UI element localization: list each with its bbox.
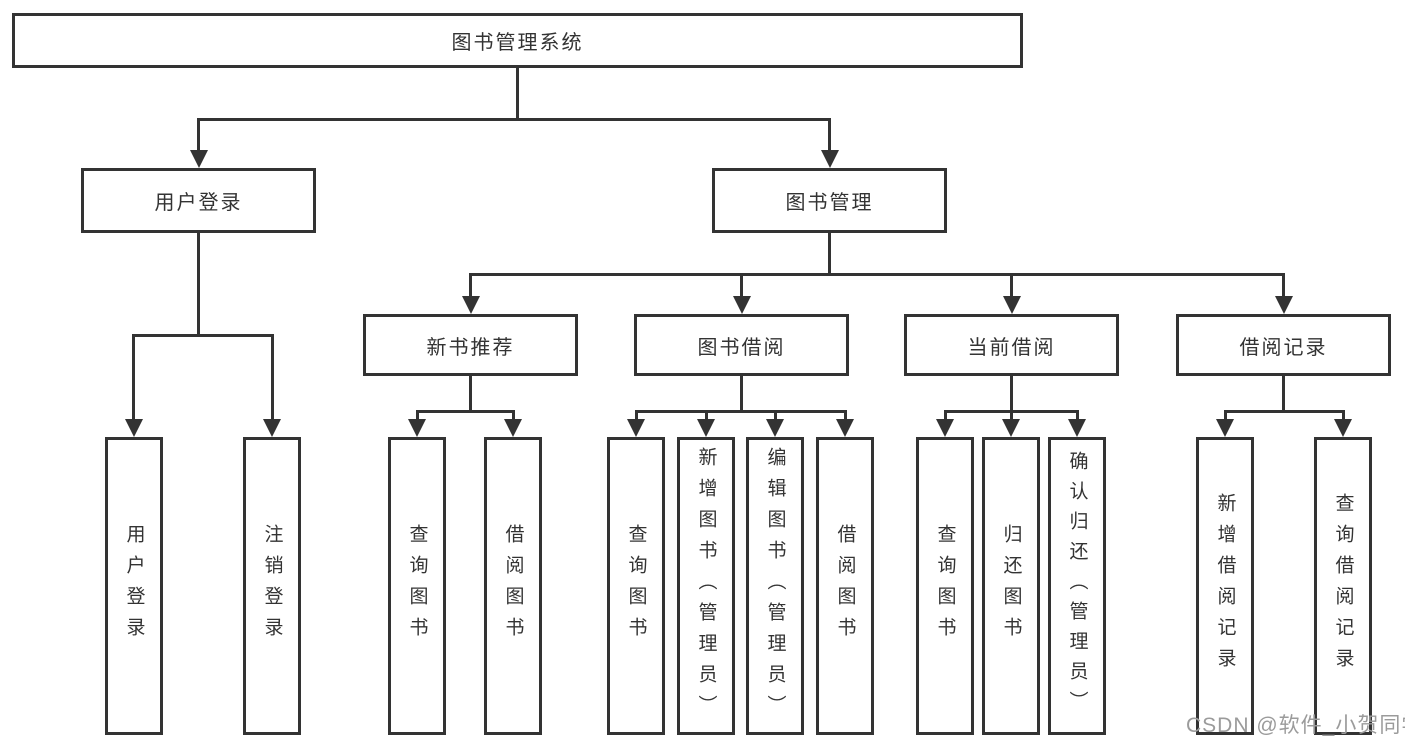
node-book-borrow-label: 图书借阅 (697, 336, 786, 359)
connector-leaf-stub-cb1 (944, 410, 947, 422)
node-root-library-system: 图书管理系统 (12, 13, 1023, 68)
connector-bookmgmt-down (828, 233, 831, 276)
node-query-books-current: 查询图书 (916, 437, 974, 735)
connector-leaf-stub-rec2 (512, 410, 515, 422)
connector-leaf-stub-br2 (1342, 410, 1345, 422)
connector-leaf-stub-cb2 (1010, 410, 1013, 422)
arrow-to-leaf-bb4 (836, 419, 854, 437)
node-borrow-books-rec-label: 借阅图书 (502, 524, 524, 648)
node-user-login-group-label: 用户登录 (154, 192, 243, 214)
node-query-books-current-label: 查询图书 (934, 524, 956, 648)
connector-root-branch (197, 118, 831, 121)
node-logout: 注销登录 (243, 437, 301, 735)
arrow-to-leaf-bb3 (766, 419, 784, 437)
node-borrow-books-borrow: 借阅图书 (816, 437, 874, 735)
arrow-to-leaf-cb3 (1068, 419, 1086, 437)
connector-current-down (1010, 376, 1013, 413)
arrow-to-leaf-cb2 (1002, 419, 1020, 437)
csdn-watermark: CSDN @软件_小贺同学 (1186, 714, 1405, 737)
connector-userlogin-stub (197, 118, 200, 154)
connector-leaf-stub-bb3 (774, 410, 777, 422)
node-edit-book-admin-label: 编辑图书（管理员） (764, 446, 786, 726)
arrow-to-leaf-login2 (263, 419, 281, 437)
node-user-login: 用户登录 (105, 437, 163, 735)
node-borrow-books-rec: 借阅图书 (484, 437, 542, 735)
connector-l3-stub-1 (469, 273, 472, 299)
arrow-to-leaf-login1 (125, 419, 143, 437)
node-book-mgmt-group-label: 图书管理 (785, 192, 874, 214)
arrow-to-book-borrow (733, 296, 751, 314)
node-add-borrow-record: 新增借阅记录 (1196, 437, 1254, 735)
arrow-to-leaf-rec2 (504, 419, 522, 437)
connector-leaf-stub-br1 (1224, 410, 1227, 422)
node-confirm-return-admin-label: 确认归还（管理员） (1066, 451, 1088, 721)
node-return-book-label: 归还图书 (1000, 524, 1022, 648)
arrow-to-leaf-br2 (1334, 419, 1352, 437)
node-query-books-rec-label: 查询图书 (406, 524, 428, 648)
arrow-to-leaf-br1 (1216, 419, 1234, 437)
node-add-book-admin: 新增图书（管理员） (677, 437, 735, 735)
node-book-mgmt-group: 图书管理 (712, 168, 947, 233)
arrow-to-leaf-cb1 (936, 419, 954, 437)
arrow-to-user-login (190, 150, 208, 168)
node-add-borrow-record-label: 新增借阅记录 (1214, 493, 1236, 679)
connector-userlogin-down (197, 233, 200, 337)
connector-userlogin-branch (132, 334, 274, 337)
arrow-to-current-borrow (1003, 296, 1021, 314)
node-book-borrow: 图书借阅 (634, 314, 849, 376)
node-return-book: 归还图书 (982, 437, 1040, 735)
node-logout-label: 注销登录 (261, 524, 283, 648)
arrow-to-new-book-rec (462, 296, 480, 314)
node-borrow-records: 借阅记录 (1176, 314, 1391, 376)
node-root-label: 图书管理系统 (451, 32, 584, 54)
arrow-to-leaf-rec1 (408, 419, 426, 437)
node-edit-book-admin: 编辑图书（管理员） (746, 437, 804, 735)
connector-leaf-stub-login1 (132, 334, 135, 422)
connector-leaf-stub-bb1 (635, 410, 638, 422)
node-query-books-borrow-label: 查询图书 (625, 524, 647, 648)
node-user-login-label: 用户登录 (123, 524, 145, 648)
connector-rec-down (469, 376, 472, 413)
arrow-to-leaf-bb2 (697, 419, 715, 437)
node-user-login-group: 用户登录 (81, 168, 316, 233)
node-query-books-borrow: 查询图书 (607, 437, 665, 735)
node-new-book-rec: 新书推荐 (363, 314, 578, 376)
node-current-borrow-label: 当前借阅 (967, 336, 1056, 359)
node-query-borrow-record: 查询借阅记录 (1314, 437, 1372, 735)
node-query-borrow-record-label: 查询借阅记录 (1332, 493, 1354, 679)
node-add-book-admin-label: 新增图书（管理员） (695, 446, 717, 726)
node-new-book-rec-label: 新书推荐 (426, 336, 515, 359)
connector-borrow-down (740, 376, 743, 413)
connector-rec-branch (416, 410, 514, 413)
arrow-to-borrow-records (1275, 296, 1293, 314)
arrow-to-book-mgmt (821, 150, 839, 168)
node-query-books-rec: 查询图书 (388, 437, 446, 735)
connector-leaf-stub-bb2 (705, 410, 708, 422)
connector-root-stem (516, 68, 519, 120)
connector-borrow-branch (635, 410, 846, 413)
connector-leaf-stub-cb3 (1076, 410, 1079, 422)
connector-records-down (1282, 376, 1285, 413)
node-confirm-return-admin: 确认归还（管理员） (1048, 437, 1106, 735)
node-borrow-books-borrow-label: 借阅图书 (834, 524, 856, 648)
connector-l3-stub-3 (1010, 273, 1013, 299)
arrow-to-leaf-bb1 (627, 419, 645, 437)
connector-records-branch (1224, 410, 1344, 413)
node-borrow-records-label: 借阅记录 (1239, 336, 1328, 359)
connector-l3-stub-2 (740, 273, 743, 299)
connector-leaf-stub-bb4 (844, 410, 847, 422)
connector-leaf-stub-rec1 (416, 410, 419, 422)
connector-l3-stub-4 (1282, 273, 1285, 299)
connector-level3-branch (469, 273, 1285, 276)
node-current-borrow: 当前借阅 (904, 314, 1119, 376)
connector-bookmgmt-stub (828, 118, 831, 154)
connector-leaf-stub-login2 (271, 334, 274, 422)
